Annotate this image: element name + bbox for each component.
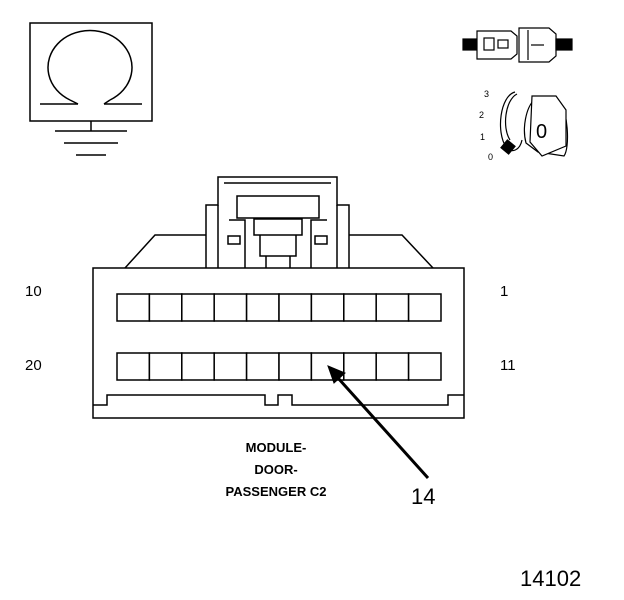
connector-cavity <box>181 293 215 322</box>
connector-cavity <box>278 293 313 322</box>
pin-label-10: 10 <box>25 283 42 300</box>
key-position-3: 3 <box>484 89 489 99</box>
connector-cavity <box>213 352 248 381</box>
pin-label-20: 20 <box>25 357 42 374</box>
cavity-grid <box>116 293 442 381</box>
ground-omega-icon <box>29 22 153 156</box>
connector-cavity <box>213 293 248 322</box>
connector-cavity <box>375 293 410 322</box>
ignition-key-icon <box>499 91 569 157</box>
connector-cavity <box>310 293 345 322</box>
connector-cavity <box>343 293 377 322</box>
key-position-0: 0 <box>488 152 493 162</box>
key-mark: 0 <box>536 121 547 143</box>
connector-cavity <box>343 352 377 381</box>
figure-number: 14102 <box>520 566 582 591</box>
connector-cavity <box>407 352 442 381</box>
pin-label-11: 11 <box>500 357 516 374</box>
connector-cavity <box>181 352 215 381</box>
connector-caption: MODULE- DOOR- PASSENGER C2 <box>196 437 356 503</box>
key-position-2: 2 <box>479 110 484 120</box>
connector-plug-icon <box>462 27 573 63</box>
connector-cavity <box>116 352 151 381</box>
connector-cavity <box>278 352 313 381</box>
key-position-1: 1 <box>480 132 485 142</box>
connector-cavity <box>148 293 183 322</box>
caption-line-3: PASSENGER C2 <box>225 484 327 499</box>
caption-line-2: DOOR- <box>254 462 298 477</box>
connector-cavity <box>245 293 280 322</box>
pin-label-1: 1 <box>500 283 509 300</box>
callout-arrow <box>327 365 430 480</box>
caption-line-1: MODULE- <box>245 440 307 455</box>
callout-label: 14 <box>411 484 436 509</box>
connector-cavity <box>116 293 151 322</box>
connector-cavity <box>148 352 183 381</box>
connector-cavity <box>407 293 442 322</box>
connector-body <box>92 176 465 419</box>
connector-cavity <box>375 352 410 381</box>
connector-cavity <box>245 352 280 381</box>
